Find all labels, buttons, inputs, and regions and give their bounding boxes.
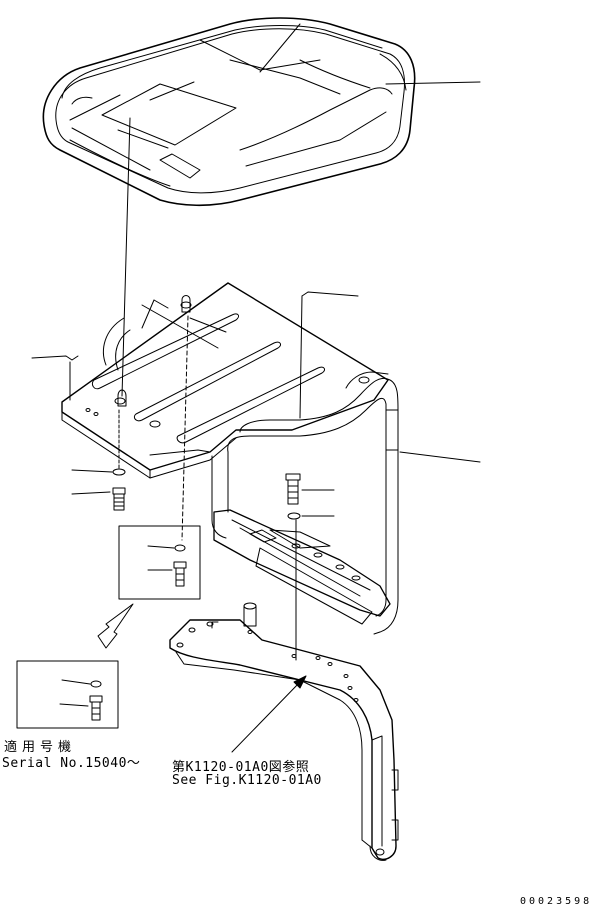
seat-bracket	[170, 603, 398, 860]
seat-frame-tube	[103, 318, 480, 634]
detail-box-lower	[17, 661, 118, 728]
figure-reference-jp: 第K1120-01A0図参照	[172, 760, 310, 775]
serial-note-en: Serial No.15040～	[2, 756, 141, 771]
bolt-center	[286, 474, 300, 519]
slide-rail	[214, 510, 390, 624]
leader-lines	[32, 118, 358, 660]
detail-box-upper	[119, 526, 200, 599]
seat-plate	[62, 283, 388, 478]
bolt-left	[113, 469, 125, 510]
arrow-to-bracket	[232, 676, 306, 752]
arrow-to-detail	[98, 604, 133, 648]
drawing-number: 00023598	[520, 896, 593, 907]
serial-note-jp: 適用号機	[4, 740, 77, 755]
figure-reference-en: See Fig.K1120-01A0	[172, 773, 322, 788]
seat-cushion	[43, 18, 480, 205]
